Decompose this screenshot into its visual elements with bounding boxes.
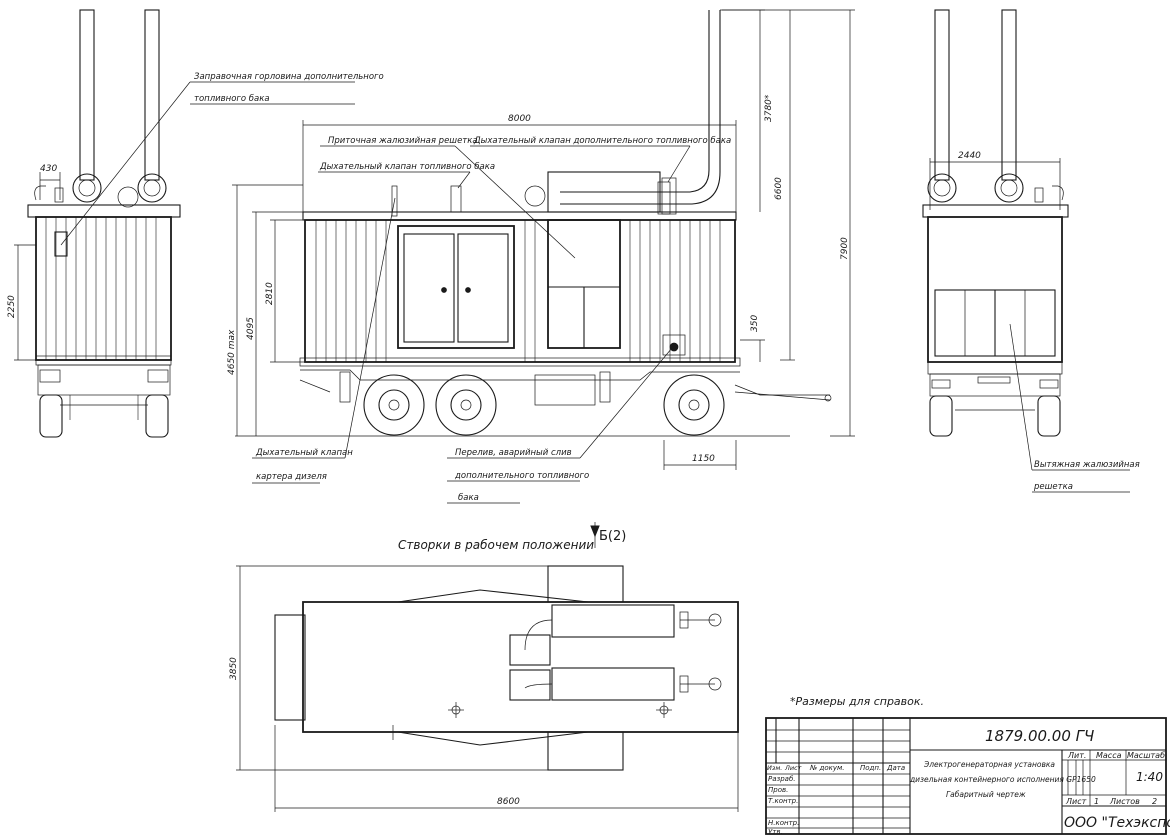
tb-row-nkontr: Н.контр.: [768, 819, 799, 827]
dim-2440: 2440: [958, 151, 981, 161]
tb-row-razrab: Разраб.: [768, 775, 796, 783]
tb-sheet-value: 1: [1094, 797, 1099, 806]
dimension-lines: [14, 9, 1061, 812]
callout-breather-fuel-tank: Дыхательный клапан топливного бака: [319, 162, 495, 172]
tb-description-2: дизельная контейнерного исполнения GP165…: [909, 775, 1096, 784]
callout-crankcase-breather: Дыхательный клапан: [255, 448, 353, 458]
dim-1150: 1150: [692, 454, 715, 464]
view-caption: Створки в рабочем положении: [398, 538, 594, 552]
tb-row-prov: Пров.: [768, 786, 788, 794]
dim-8000: 8000: [508, 114, 531, 124]
tb-hdr-masshtab: Масштаб: [1127, 751, 1165, 760]
dim-4095: 4095: [246, 317, 256, 340]
leader-lines: [60, 81, 1130, 548]
side-view: [235, 10, 832, 437]
tb-col-ndoc: № докум.: [809, 764, 845, 772]
left-end-view: [27, 9, 181, 438]
callout-breather-aux-tank: Дыхательный клапан дополнительного топли…: [473, 136, 731, 146]
reference-note: *Размеры для справок.: [790, 695, 924, 708]
tb-sheets-label: Листов: [1109, 797, 1140, 806]
callout-overflow-3: бака: [458, 493, 479, 503]
tb-doc-number: 1879.00.00 ГЧ: [985, 727, 1094, 745]
view-marker: Б(2): [599, 529, 626, 544]
tb-scale: 1:40: [1136, 770, 1163, 784]
dim-3780: 3780*: [764, 94, 774, 122]
callout-exhaust-louver: Вытяжная жалюзийная: [1034, 460, 1140, 470]
tb-col-podp: Подп.: [860, 764, 881, 772]
dim-2250: 2250: [7, 295, 17, 318]
title-block: Изм. Лист № докум. Подп. Дата Разраб. Пр…: [765, 717, 1170, 836]
dim-350: 350: [750, 315, 760, 332]
tb-hdr-massa: Масса: [1096, 751, 1122, 760]
dim-6600: 6600: [774, 177, 784, 200]
dim-2810: 2810: [265, 282, 275, 305]
tb-sheet-label: Лист: [1065, 797, 1087, 806]
dim-8600: 8600: [497, 797, 520, 807]
tb-col-data: Дата: [886, 764, 905, 772]
tb-row-tkontr: Т.контр.: [768, 797, 798, 805]
tb-sheets-value: 2: [1152, 797, 1157, 806]
callout-filler-neck-2: топливного бака: [194, 94, 270, 104]
callout-exhaust-louver-2: решетка: [1033, 482, 1073, 492]
callout-filler-neck: Заправочная горловина дополнительного: [194, 72, 384, 82]
tb-row-utv: Утв.: [768, 828, 783, 836]
tb-hdr-lit: Лит.: [1067, 751, 1086, 760]
dimension-values: 430 2250 8000 3780* 6600 7900 2810 4095 …: [7, 94, 981, 807]
tb-description: Электрогенераторная установка: [923, 760, 1055, 769]
dim-7900: 7900: [840, 237, 850, 260]
callout-crankcase-breather-2: картера дизеля: [256, 472, 327, 482]
view-arrow-icon: [590, 525, 600, 538]
tb-company: ООО "Техэкспо": [1064, 815, 1170, 831]
right-end-view: [922, 9, 1069, 437]
callout-intake-louver: Приточная жалюзийная решетка: [328, 136, 478, 146]
dim-4650-max: 4650 max: [227, 329, 237, 375]
callout-overflow-2: дополнительного топливного: [454, 471, 589, 481]
top-view: [274, 565, 739, 771]
tb-doc-type: Габаритный чертеж: [946, 790, 1026, 799]
tb-col-izm: Изм.: [767, 764, 782, 772]
tb-col-list: Лист: [784, 764, 802, 772]
callout-overflow: Перелив, аварийный слив: [455, 448, 572, 458]
callouts: Заправочная горловина дополнительного то…: [194, 72, 1140, 503]
dim-3850: 3850: [229, 657, 239, 680]
dim-430: 430: [40, 164, 57, 174]
